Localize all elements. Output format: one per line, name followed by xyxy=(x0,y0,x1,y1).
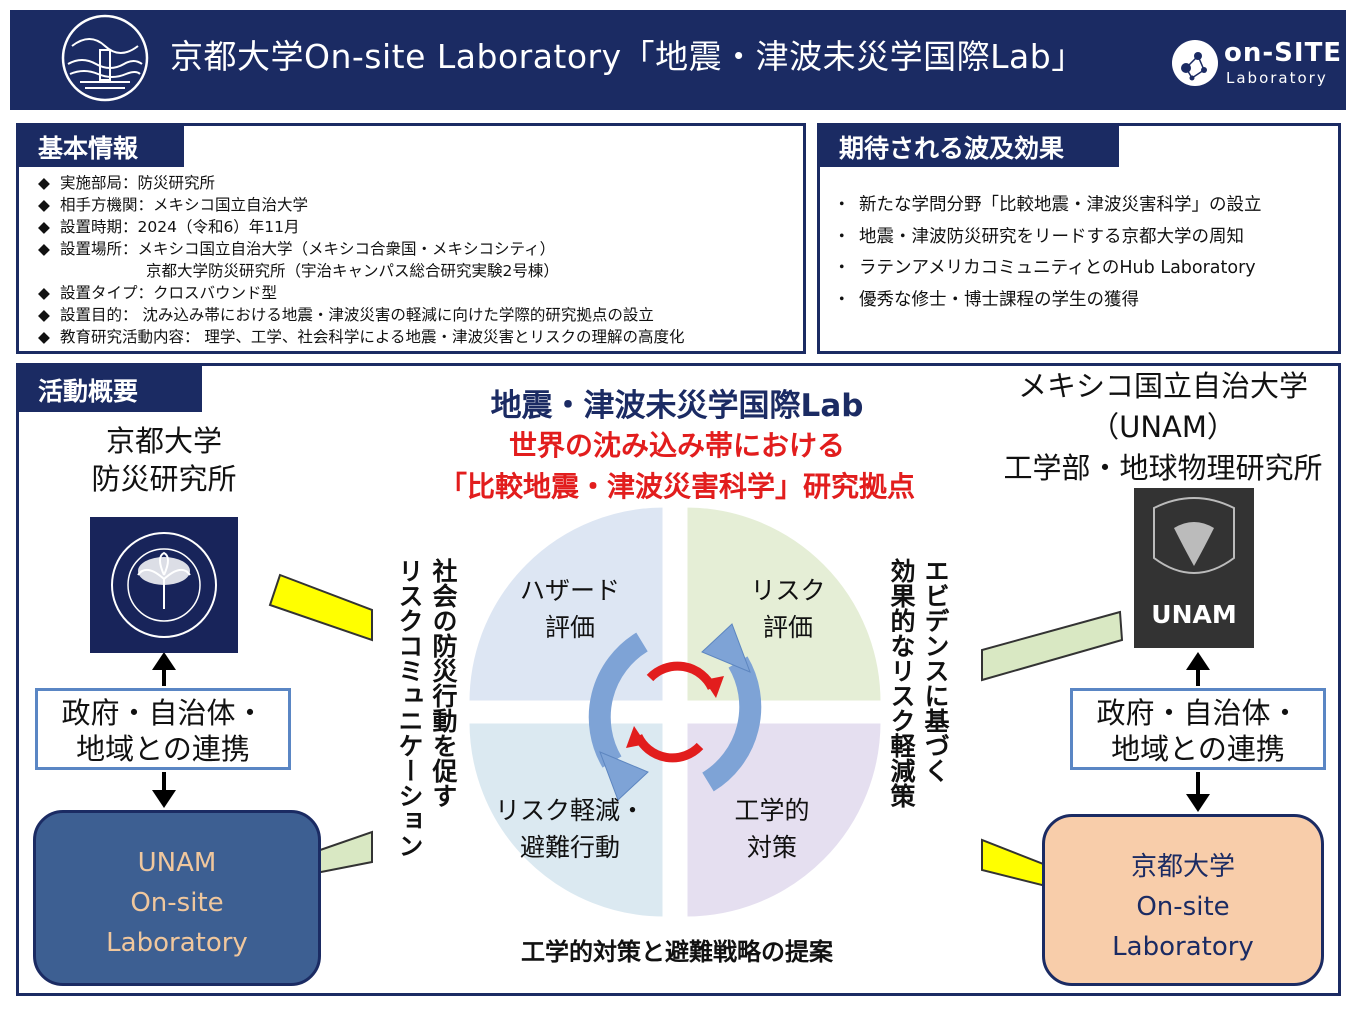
dot-bullet-icon: ・ xyxy=(833,195,851,215)
diamond-bullet-icon: ◆ xyxy=(38,240,50,258)
list-item: ◆設置場所：メキシコ国立自治大学（メキシコ合衆国・メキシコシティ） xyxy=(38,240,556,258)
activity-tab: 活動概要 xyxy=(16,366,202,412)
diamond-bullet-icon: ◆ xyxy=(38,174,50,192)
header-banner xyxy=(10,10,1346,110)
partner-box-left: 政府・自治体・ 地域との連携 xyxy=(35,688,291,770)
unam-onsite-lab-box: UNAM On-site Laboratory xyxy=(33,810,321,986)
list-item: ◆設置時期：2024（令和6）年11月 xyxy=(38,218,300,236)
center-title: 地震・津波未災学国際Lab xyxy=(490,388,864,424)
list-item: ・地震・津波防災研究をリードする京都大学の周知 xyxy=(833,222,1262,254)
diamond-bullet-icon: ◆ xyxy=(38,196,50,214)
dot-bullet-icon: ・ xyxy=(833,258,851,278)
center-subtitle-2: 「比較地震・津波災害科学」研究拠点 xyxy=(438,470,915,503)
arrow-up-icon xyxy=(152,652,176,670)
unam-heading: メキシコ国立自治大学 （UNAM） 工学部・地球物理研究所 xyxy=(1003,369,1323,485)
list-item: ◆設置目的： 沈み込み帯における地震・津波災害の軽減に向けた学際的研究拠点の設立 xyxy=(38,306,654,324)
list-item: ・優秀な修士・博士課程の学生の獲得 xyxy=(833,285,1262,317)
basic-info-list: ◆実施部局：防災研究所 ◆相手方機関：メキシコ国立自治大学 ◆設置時期：2024… xyxy=(38,172,684,348)
quadrant-engineering-label: 工学的 対策 xyxy=(734,796,810,862)
arrow-kyoto-to-center xyxy=(268,573,373,642)
partner-box-right: 政府・自治体・ 地域との連携 xyxy=(1070,688,1326,770)
onsite-logo-subtext: Laboratory xyxy=(1226,69,1328,87)
unam-emblem-label: UNAM xyxy=(1151,600,1237,629)
unam-emblem-icon xyxy=(1134,488,1254,648)
onsite-logo-text: on-SITE xyxy=(1224,38,1343,68)
list-item: ◆設置タイプ：クロスバウンド型 xyxy=(38,284,278,302)
quadrant-hazard-label: ハザード 評価 xyxy=(519,576,620,642)
diamond-bullet-icon: ◆ xyxy=(38,328,50,346)
page-title: 京都大学On-site Laboratory「地震・津波未災学国際Lab」 xyxy=(170,37,1085,76)
diamond-bullet-icon: ◆ xyxy=(38,306,50,324)
quadrant-mitigation-label: リスク軽減・ 避難行動 xyxy=(494,796,645,862)
diamond-bullet-icon: ◆ xyxy=(38,218,50,236)
vertical-label-right: エビデンスに基づく 効果的なリスク軽減策 xyxy=(887,558,950,808)
vertical-label-left: 社会の防災行動を促す リスクコミュニケーション xyxy=(395,558,458,858)
blue-cycle-arrows-icon xyxy=(588,632,762,792)
list-item: ◆実施部局：防災研究所 xyxy=(38,174,216,192)
arrow-up-icon xyxy=(1186,652,1210,670)
dot-bullet-icon: ・ xyxy=(833,226,851,247)
arrow-down-icon xyxy=(1186,794,1210,812)
kyoto-heading: 京都大学 防災研究所 xyxy=(91,424,237,496)
effects-list: ・新たな学問分野「比較地震・津波災害科学」の設立 ・地震・津波防災研究をリードす… xyxy=(833,190,1262,316)
list-item-continued: 京都大学防災研究所（宇治キャンパス総合研究実験2号棟） xyxy=(146,262,559,280)
dot-bullet-icon: ・ xyxy=(833,289,851,310)
quadrant-risk-label: リスク 評価 xyxy=(750,576,826,642)
basic-info-tab: 基本情報 xyxy=(16,123,184,167)
center-subtitle-1: 世界の沈み込み帯における xyxy=(508,429,845,462)
arrow-unam-to-center xyxy=(981,610,1124,682)
center-bottom-label: 工学的対策と避難戦略の提案 xyxy=(521,938,833,966)
onsite-logo-icon xyxy=(1172,40,1218,86)
effects-tab: 期待される波及効果 xyxy=(817,123,1119,167)
kyoto-university-emblem-icon xyxy=(90,517,238,653)
diamond-bullet-icon: ◆ xyxy=(38,284,50,302)
list-item: ・新たな学問分野「比較地震・津波災害科学」の設立 xyxy=(833,190,1262,222)
arrow-down-icon xyxy=(152,790,176,808)
list-item: ◆相手方機関：メキシコ国立自治大学 xyxy=(38,196,309,214)
kyoto-onsite-lab-box: 京都大学 On-site Laboratory xyxy=(1042,814,1324,986)
list-item: ◆教育研究活動内容： 理学、工学、社会科学による地震・津波災害とリスクの理解の高… xyxy=(38,328,685,346)
dpri-logo-icon xyxy=(61,14,149,102)
list-item: ・ラテンアメリカコミュニティとのHub Laboratory xyxy=(833,253,1262,285)
